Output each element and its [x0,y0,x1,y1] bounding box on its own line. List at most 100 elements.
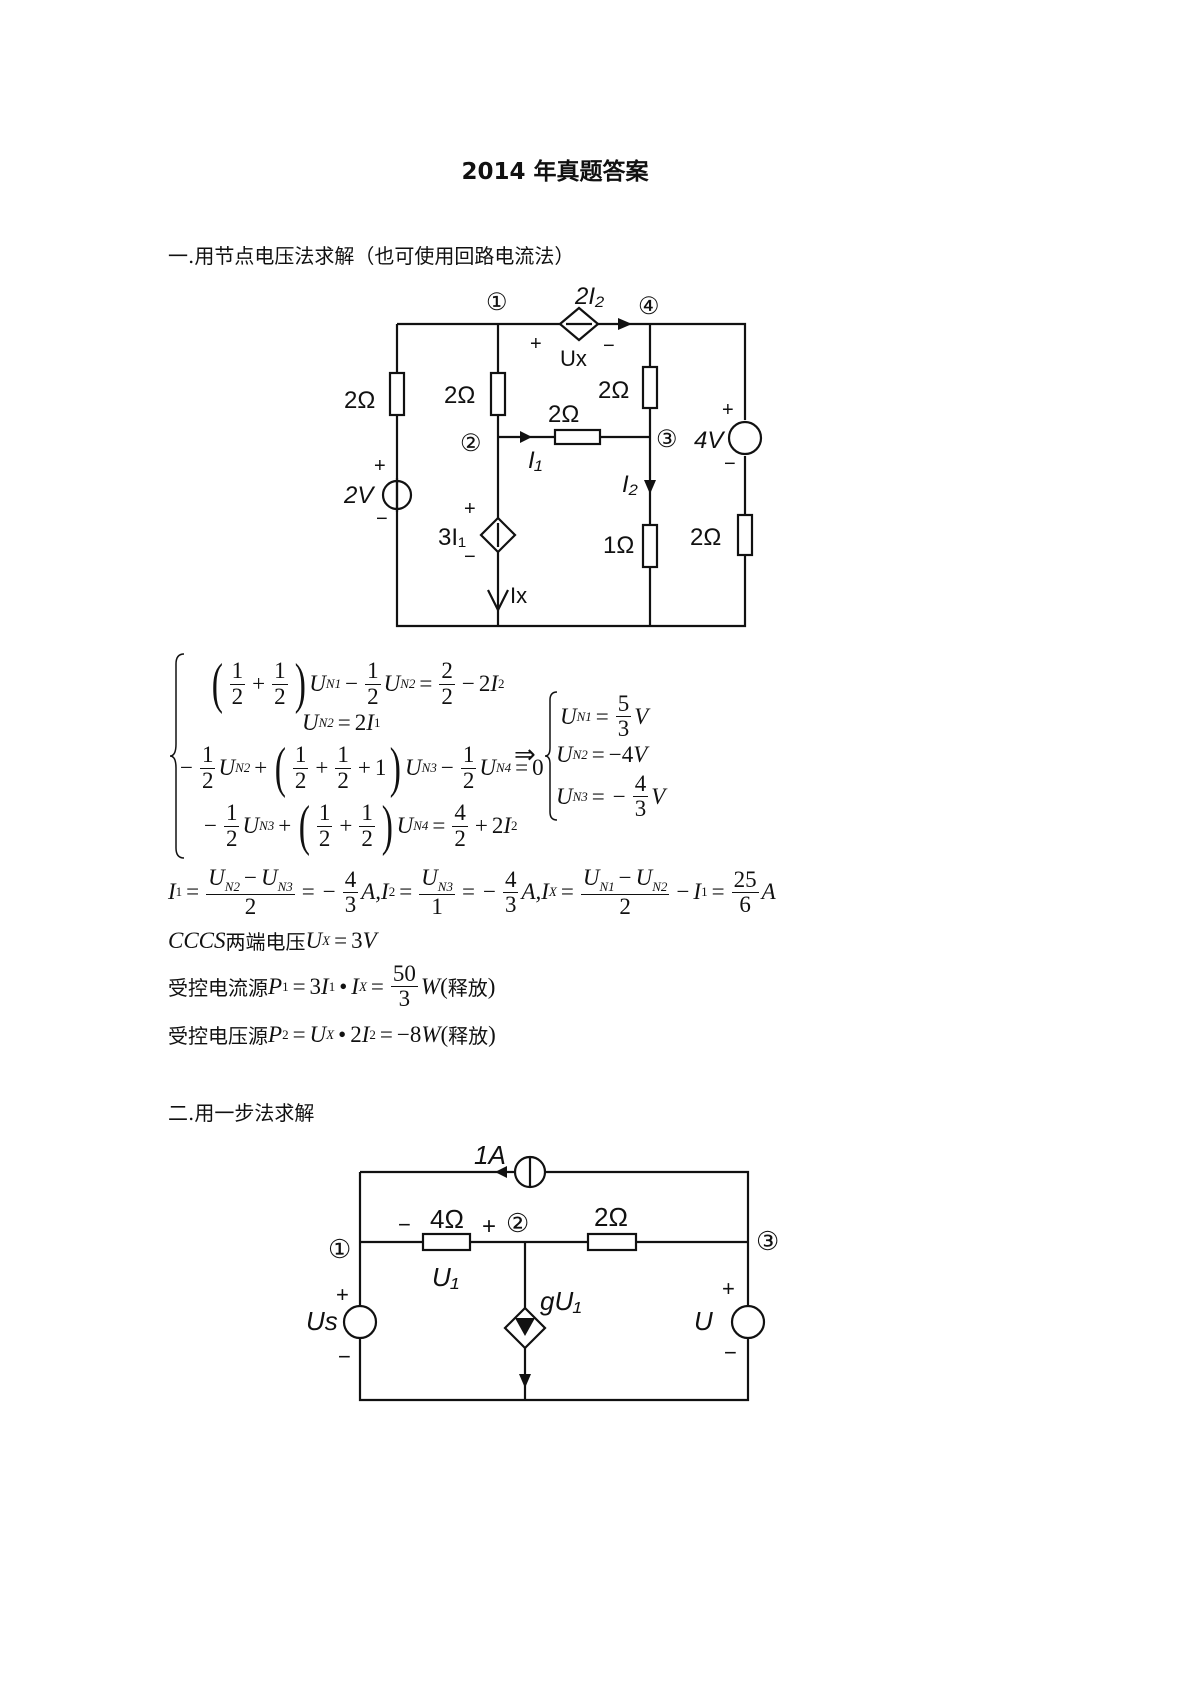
math-operator: − [612,783,626,809]
fraction-denominator: 2 [230,684,246,709]
math-number: 3 [634,796,647,822]
fraction-numerator: 5 [615,691,632,718]
fraction-numerator: 4 [452,801,468,827]
fraction-denominator: 2 [200,768,216,793]
fraction-denominator: 2 [243,894,259,919]
math-subscript: 2 [511,818,518,833]
fraction-denominator: 2 [224,826,240,851]
math-number: 2 [619,893,631,919]
math-operator: − [482,879,496,905]
fraction-numerator: 1 [365,659,381,685]
math-subscript: 1 [373,715,381,730]
math-number: 3 [309,973,322,999]
plus-sign: + [482,1213,496,1240]
math-number: 2 [441,683,453,709]
math-number: 2 [491,813,504,838]
math-subscript: N2 [400,676,416,691]
math-operator: + [339,813,353,838]
math-subscript: N1 [576,708,592,724]
math-variable: W [421,1021,441,1047]
math-number: 1 [337,742,349,768]
math-number: ( [440,973,448,999]
math-number: 4 [504,866,517,892]
math-operator: + [254,755,268,780]
src-2v-label: 2V [343,482,375,509]
fraction-numerator: 1 [223,801,240,827]
math-number: ) [487,973,496,999]
resistor-1ohm [641,523,659,569]
plus-sign: + [530,333,542,355]
math-operator: = [292,1021,306,1047]
fraction-denominator: 2 [452,825,468,851]
math-number: 2 [367,683,379,709]
minus-sign: − [603,335,615,357]
math-number: 2 [454,825,466,851]
math-operator: = [591,742,605,767]
math-number: 2 [354,710,367,735]
math-number: 2 [350,1021,362,1047]
math-subscript: N1 [325,676,342,691]
math-operator: = [301,879,315,905]
u1-label: U₁ [432,1262,459,1292]
math-operator: = [595,703,609,729]
math-variable: U [560,703,577,729]
math-variable: I [381,879,389,905]
math-operator: = [399,879,413,905]
math-variable: U [383,671,401,696]
math-variable: U [405,755,422,780]
math-variable: V [651,783,666,809]
math-variable: I [503,813,511,838]
math-number: 1 [231,658,244,684]
circuit-diagram-2: 1A − 4Ω + ② 2Ω ① ③ U₁ gU₁ + − Us + − U [306,1140,779,1402]
math-subscript: X [358,978,367,994]
r-2ohm-label: 2Ω [594,1202,628,1232]
math-subscript: N3 [259,818,275,833]
fraction-denominator: 3 [616,717,632,741]
math-operator: + [315,755,329,780]
fraction-denominator: 2 [359,825,375,851]
node-3-label: ③ [656,426,678,453]
math-subscript: N2 [572,747,588,762]
math-operator: = [337,710,351,735]
math-subscript: 1 [282,978,289,994]
math-chinese-text: 两端电压 [225,930,306,954]
dependent-voltage-source [558,306,600,342]
fraction-numerator: 4 [502,866,519,893]
math-variable: P [268,1021,283,1047]
dependent-current-source [479,516,517,554]
math-number: 3 [504,891,517,917]
math-variable: U [218,755,236,780]
math-chinese-text: 受控电流源 [168,976,268,1001]
page-title: 2014 年真题答案 [461,159,649,185]
math-subscript: X [322,932,331,948]
resistor-2ohm [586,1232,638,1252]
math-operator: = [432,813,446,838]
fraction-numerator: 1 [272,659,288,685]
math-number: 4 [344,866,357,892]
minus-sign: − [376,508,388,530]
math-operator: = [186,879,200,905]
fraction-numerator: 1 [292,743,309,769]
math-variable: I [366,710,374,735]
math-number: 3 [344,891,357,917]
node-1-label: ① [328,1234,351,1264]
math-number: 1 [462,742,475,768]
fraction-denominator: 3 [343,891,359,917]
node-1-label: ① [486,289,508,316]
node-3-label: ③ [756,1226,779,1256]
left-brace [169,653,185,859]
math-operator: = [591,783,605,809]
math-number: 2 [361,825,373,851]
fraction-denominator: 3 [397,987,413,1011]
math-subscript: N3 [277,879,293,894]
math-variable: I [351,973,359,999]
